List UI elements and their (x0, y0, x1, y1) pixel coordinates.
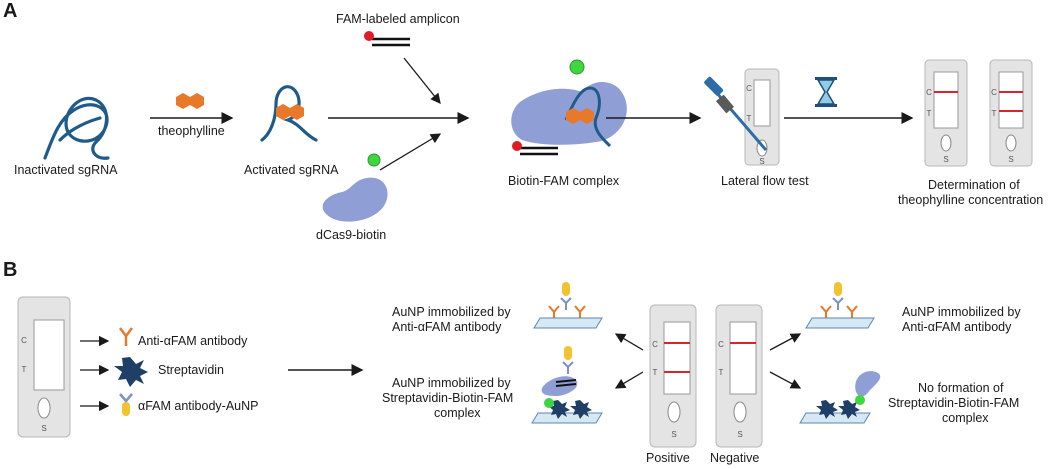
label-positive: Positive (646, 451, 690, 465)
strip-mark-c: C (746, 84, 752, 93)
result-strip-1 (924, 59, 968, 167)
arrow-amplicon (403, 57, 441, 105)
strip-mark-t: T (992, 109, 997, 118)
lft-strip-a (744, 68, 780, 166)
strip-mark-c: C (926, 88, 932, 97)
strip-mark-t: T (747, 114, 752, 123)
label-streptavidin: Streptavidin (158, 363, 225, 377)
arrow-pos-top (614, 333, 644, 351)
negative-strip (715, 304, 763, 448)
legend-strip (17, 296, 71, 438)
label-neg-top-2: Anti-αFAM antibody (902, 320, 1012, 334)
label-lateral-flow-test: Lateral flow test (721, 174, 809, 188)
label-pos-bot-1: AuNP immobilized by (392, 376, 511, 390)
fam-amplicon-icon (364, 31, 410, 47)
strip-mark-s: S (1008, 155, 1013, 164)
strip-mark-s: S (943, 155, 948, 164)
strip-mark-t: T (719, 368, 724, 377)
label-neg-bot-3: complex (942, 411, 989, 425)
anti-fam-antibody-icon (119, 327, 133, 346)
label-neg-top-1: AuNP immobilized by (902, 305, 1021, 319)
biotin-fam-complex-icon (511, 59, 627, 156)
strip-mark-c: C (21, 336, 27, 345)
label-neg-bot-1: No formation of (918, 381, 1004, 395)
strip-mark-t: T (927, 109, 932, 118)
strip-mark-c: C (991, 88, 997, 97)
strip-mark-s: S (737, 430, 742, 439)
strip-mark-c: C (718, 340, 724, 349)
hourglass-icon (815, 77, 837, 107)
pos-top-membrane (533, 282, 603, 329)
dcas9-biotin-icon (322, 153, 388, 222)
label-pos-top-1: AuNP immobilized by (392, 305, 511, 319)
strip-mark-c: C (652, 340, 658, 349)
label-pos-bot-3: complex (434, 406, 481, 420)
label-biotin-fam-complex: Biotin-FAM complex (508, 174, 620, 188)
label-theophylline: theophylline (158, 124, 225, 138)
strip-marks: C T S C T S C T S C T S C T S C T S (21, 84, 1014, 439)
label-fam-amplicon: FAM-labeled amplicon (336, 12, 460, 26)
result-strip-2 (989, 59, 1033, 167)
fam-antibody-aunp-icon (119, 393, 133, 416)
label-fam-aunp: αFAM antibody-AuNP (138, 399, 259, 413)
arrow-neg-bot (769, 371, 802, 389)
label-activated-sgrna: Activated sgRNA (244, 163, 339, 177)
label-dcas9-biotin: dCas9-biotin (316, 228, 387, 242)
label-anti-fam: Anti-αFAM antibody (138, 334, 248, 348)
pipette-icon (704, 76, 768, 151)
positive-strip (649, 304, 697, 448)
pos-bot-membrane (531, 346, 603, 424)
strip-mark-t: T (653, 368, 658, 377)
label-determination-2: theophylline concentration (898, 193, 1044, 207)
panel-a-letter: A (3, 0, 18, 22)
strip-mark-s: S (671, 430, 676, 439)
arrow-dcas9 (379, 133, 442, 171)
label-pos-top-2: Anti-αFAM antibody (392, 320, 502, 334)
strip-mark-t: T (22, 365, 27, 374)
arrow-pos-bot (614, 371, 644, 389)
theophylline-icon (176, 93, 204, 109)
strip-mark-s: S (759, 157, 764, 166)
neg-bot-membrane (799, 371, 881, 424)
strip-mark-s: S (41, 424, 46, 433)
label-inactivated-sgrna: Inactivated sgRNA (14, 163, 118, 177)
panel-b-letter: B (3, 259, 18, 281)
label-determination-1: Determination of (928, 178, 1020, 192)
inactivated-sgrna-icon (43, 96, 110, 160)
label-neg-bot-2: Streptavidin-Biotin-FAM (888, 396, 1020, 410)
arrow-neg-top (769, 333, 802, 351)
label-pos-bot-2: Streptavidin-Biotin-FAM (382, 391, 514, 405)
streptavidin-icon (114, 357, 148, 387)
label-negative: Negative (710, 451, 760, 465)
activated-sgrna-icon (260, 85, 318, 142)
neg-top-membrane (805, 282, 875, 329)
